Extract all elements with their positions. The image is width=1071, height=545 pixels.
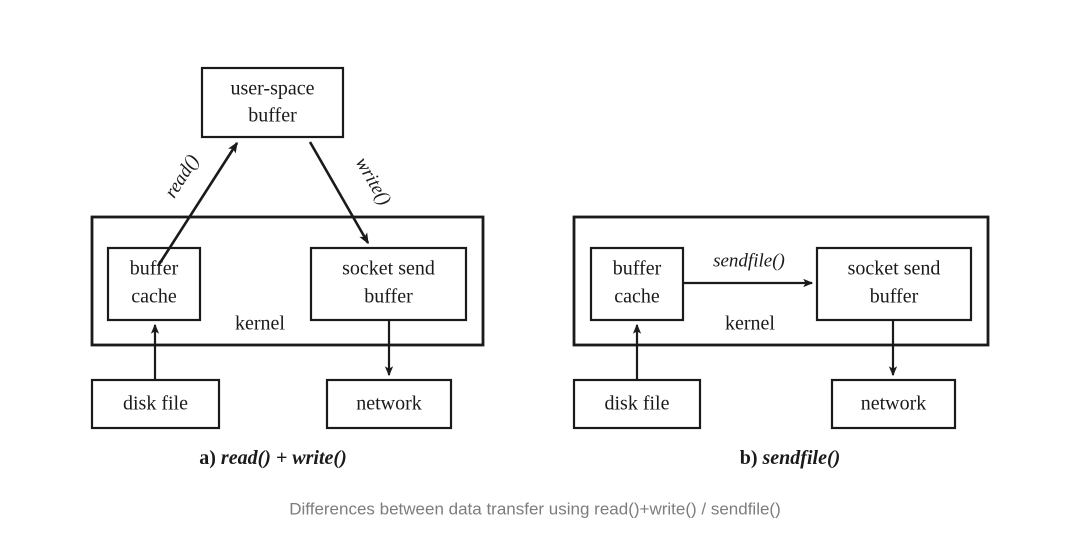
buffer-cache-label-a-line2: cache xyxy=(131,286,177,308)
user-space-buffer-box[interactable] xyxy=(200,66,345,139)
buffer-cache-box-a[interactable] xyxy=(106,246,202,322)
subcaption-a-prefix: a) xyxy=(199,447,216,469)
kernel-label-b: kernel xyxy=(725,313,775,335)
buffer-cache-label-b-line1: buffer xyxy=(613,258,662,280)
kernel-boundary-b xyxy=(572,215,990,347)
user-space-buffer-label-line1: user-space xyxy=(231,78,315,100)
buffer-cache-box-b[interactable] xyxy=(589,246,685,322)
arrow-read-label-a: read() xyxy=(161,151,204,202)
arrow-read-a xyxy=(156,141,239,267)
socket-send-buffer-box-b[interactable] xyxy=(815,246,973,322)
socket-send-buffer-label-a-line1: socket send xyxy=(342,258,435,280)
network-label-b: network xyxy=(861,393,927,415)
subcaption-a: a) read() + write() xyxy=(199,447,346,469)
subcaption-a-call: read() + write() xyxy=(221,447,347,469)
subcaption-b: b) sendfile() xyxy=(740,447,841,469)
user-space-buffer-label-line2: buffer xyxy=(248,105,297,127)
socket-send-buffer-box-a[interactable] xyxy=(309,246,468,322)
subcaption-b-call: sendfile() xyxy=(762,447,841,469)
figure-caption: Differences between data transfer using … xyxy=(289,499,781,518)
arrow-sendfile-label-b: sendfile() xyxy=(713,250,785,271)
kernel-label-a: kernel xyxy=(235,313,285,335)
disk-file-label-a: disk file xyxy=(123,393,188,415)
disk-file-label-b: disk file xyxy=(605,393,670,415)
buffer-cache-label-a-line1: buffer xyxy=(130,258,179,280)
socket-send-buffer-label-b-line2: buffer xyxy=(870,286,919,308)
disk-file-box-b[interactable] xyxy=(572,378,702,430)
arrow-write-label-a: write() xyxy=(351,154,395,209)
network-box-b[interactable] xyxy=(830,378,957,430)
socket-send-buffer-label-b-line1: socket send xyxy=(848,258,941,280)
panel-a: kernel user-space buffer buffer cache so… xyxy=(90,66,485,469)
kernel-boundary-a xyxy=(90,215,485,347)
network-box-a[interactable] xyxy=(325,378,453,430)
buffer-cache-label-b-line2: cache xyxy=(614,286,660,308)
panel-b: kernel buffer cache socket send buffer d… xyxy=(572,215,990,469)
subcaption-b-prefix: b) xyxy=(740,447,758,469)
network-label-a: network xyxy=(356,393,422,415)
arrow-write-a xyxy=(308,141,370,245)
socket-send-buffer-label-a-line2: buffer xyxy=(364,286,413,308)
